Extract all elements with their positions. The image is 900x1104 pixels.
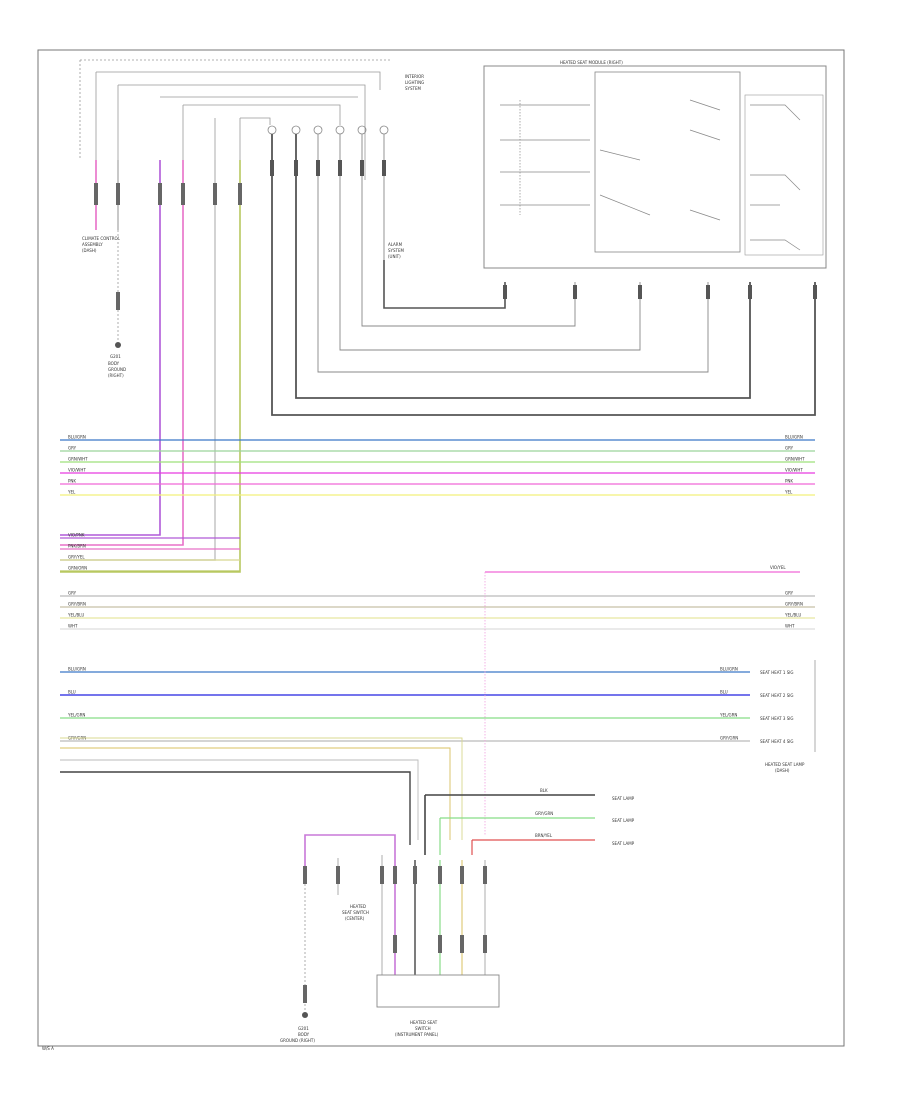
output-label-1: SEAT LAMP (612, 796, 635, 801)
bus1-label-left-4: PNK (68, 479, 76, 484)
left-vertical-wires (60, 160, 241, 573)
bottom-ground-label: G201 (298, 1026, 309, 1031)
alarm-label-2: SYSTEM (388, 248, 404, 253)
bus4-label-right-3: GRY/GRN (720, 736, 738, 741)
bottom-module-caption-2: SWITCH (415, 1026, 431, 1031)
bus3-label-right-1: GRY/BRN (785, 602, 803, 607)
bus1-label-right-0: BLU/GRN (785, 435, 803, 440)
output-label-3: SEAT LAMP (612, 841, 635, 846)
seat-lamp-connector: SEAT HEAT 1 SIG SEAT HEAT 2 SIG SEAT HEA… (760, 660, 816, 773)
bus1-label-left-2: GRN/WHT (68, 457, 88, 462)
bus3-label-left-0: GRY (68, 591, 77, 596)
bus3-label-left-1: GRY/BRN (68, 602, 86, 607)
ground-caption-2: GROUND (108, 367, 126, 372)
bus3-label-left-3: WHT (68, 624, 78, 629)
bottom-ground-caption-2: GROUND (RIGHT) (280, 1038, 315, 1043)
module-internal-lines (500, 99, 801, 251)
module-feed-pins (270, 160, 817, 299)
output-wire-3: BRN/YEL (535, 833, 553, 838)
bus4-label-left-0: BLU/GRN (68, 667, 86, 672)
diagram-frame (37, 49, 845, 1047)
seat-lamp-caption-1: HEATED SEAT LAMP (765, 762, 805, 767)
bottom-module-caption-3: (INSTRUMENT PANEL) (395, 1032, 439, 1037)
bottom-switch-box (376, 974, 500, 1008)
top-left-harness (79, 59, 390, 185)
output-wire-2: GRY/GRN (535, 811, 553, 816)
climate-label-1: CLIMATE CONTROL (82, 236, 121, 241)
top-label-1: INTERIOR (405, 74, 424, 79)
bus2-label-left-0: VIO/PNK (68, 533, 85, 538)
climate-label-3: (DASH) (82, 248, 97, 253)
bus3-label-right-2: YEL/BLU (784, 613, 801, 618)
bottom-switch-wires (304, 834, 486, 1010)
pink-wire-label: VIO/YEL (770, 565, 786, 570)
bus1-label-right-2: GRN/WHT (785, 457, 805, 462)
output-label-2: SEAT LAMP (612, 818, 635, 823)
bus-group-2: VIO/PNK PNK/BRN GRY/YEL GRN/ORN (60, 533, 240, 572)
left-pin-markers (94, 183, 242, 205)
bottom-ground-caption-1: BODY (298, 1032, 310, 1037)
bus2-label-left-3: GRN/ORN (68, 566, 87, 571)
bus3-label-right-3: WHT (785, 624, 795, 629)
bus3-label-right-0: GRY (785, 591, 794, 596)
module-title: HEATED SEAT MODULE (RIGHT) (560, 60, 623, 65)
bottom-harness (60, 737, 595, 855)
ground-caption-3: (RIGHT) (108, 373, 124, 378)
bottom-mid-label-1: HEATED (350, 904, 366, 909)
seat-heat-label-3: SEAT HEAT 3 SIG (760, 716, 794, 721)
bus1-label-left-5: YEL (67, 490, 76, 495)
bus-group-1: BLU/GRN BLU/GRN GRY GRY GRN/WHT GRN/WHT VIO/WH… (60, 435, 815, 496)
ground-icon-left (115, 342, 121, 348)
bus1-label-right-4: PNK (785, 479, 793, 484)
module-feed-wires (271, 134, 816, 416)
output-wire-1: BLK (540, 788, 548, 793)
seat-lamp-caption-2: (DASH) (775, 768, 790, 773)
alarm-label-3: (UNIT) (388, 254, 401, 259)
ground-caption-1: BODY (108, 361, 120, 366)
bus1-label-left-0: BLU/GRN (68, 435, 86, 440)
bus-group-3: GRY GRY GRY/BRN GRY/BRN YEL/BLU YEL/BLU WHT WHT (60, 591, 815, 630)
top-label-2: LIGHTING (405, 80, 424, 85)
climate-label-2: ASSEMBLY (82, 242, 103, 247)
bus-group-4: BLU/GRN BLU/GRN BLU BLU YEL/GRN YEL/GRN GRY/GR… (60, 667, 750, 742)
connector-circles (267, 125, 389, 135)
seat-heat-label-2: SEAT HEAT 2 SIG (760, 693, 794, 698)
bus1-label-right-3: VIO/WHT (785, 468, 803, 473)
bus4-label-left-1: BLU (68, 690, 76, 695)
bus2-label-left-1: PNK/BRN (68, 544, 86, 549)
bus1-label-left-1: GRY (68, 446, 77, 451)
bottom-mid-label-2: SEAT SWITCH (342, 910, 369, 915)
seat-heat-label-4: SEAT HEAT 4 SIG (760, 739, 794, 744)
heated-seat-module: HEATED SEAT MODULE (RIGHT) (483, 60, 827, 269)
bus1-label-left-3: VIO/WHT (68, 468, 86, 473)
seat-heat-label-1: SEAT HEAT 1 SIG (760, 670, 794, 675)
bus1-label-right-5: YEL (784, 490, 793, 495)
bus2-label-left-2: GRY/YEL (68, 555, 85, 560)
bottom-ground-icon (302, 1012, 308, 1018)
corner-mark: W/S A (42, 1046, 54, 1051)
bottom-switch-pins (303, 866, 487, 1003)
alarm-label-1: ALARM (388, 242, 403, 247)
ground-label-left: G201 (110, 354, 121, 359)
bottom-module-caption-1: HEATED SEAT (410, 1020, 438, 1025)
bus4-label-left-2: YEL/GRN (67, 713, 85, 718)
bottom-mid-label-3: (CENTER) (345, 916, 365, 921)
bus4-label-right-0: BLU/GRN (720, 667, 738, 672)
ground-pin-left (116, 292, 120, 310)
top-label-3: SYSTEM (405, 86, 421, 91)
bus3-label-left-2: YEL/BLU (67, 613, 84, 618)
bus4-label-right-2: YEL/GRN (719, 713, 737, 718)
bus1-label-right-1: GRY (785, 446, 794, 451)
bus4-label-right-1: BLU (720, 690, 728, 695)
